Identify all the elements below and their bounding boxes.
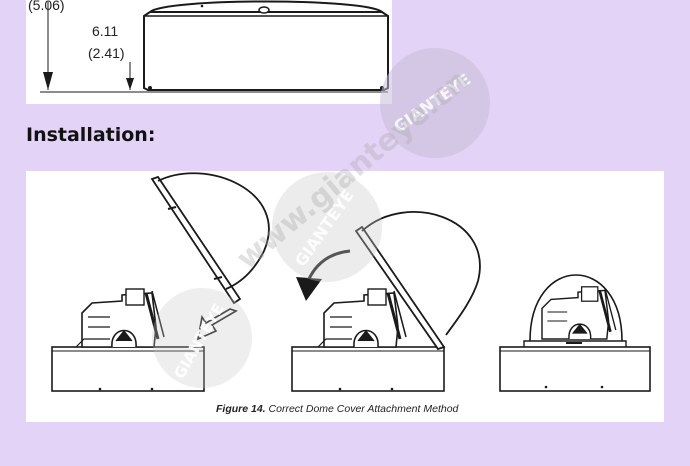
dome-cover-attachment-illustration [51, 172, 651, 392]
dimension-drawing-panel: (5.06) 6.11 (2.41) [26, 0, 392, 104]
dimension-top-value: (5.06) [28, 0, 65, 13]
scene-1-cover-tilted [51, 172, 270, 392]
scene-2-cover-attach [291, 211, 481, 392]
camera-base-side-view [40, 0, 389, 93]
installation-figure-panel: Figure 14. Correct Dome Cover Attachment… [26, 171, 664, 422]
figure-caption: Figure 14. Correct Dome Cover Attachment… [216, 403, 516, 415]
figure-caption-text: Correct Dome Cover Attachment Method [268, 403, 459, 415]
figure-number: Figure 14. [216, 403, 266, 415]
watermark-brand-upper: GIANTEYE [390, 69, 475, 137]
dimension-height-mm: 6.11 [92, 23, 119, 39]
scene-3-cover-attached [499, 274, 651, 392]
dimension-height-in: (2.41) [88, 45, 125, 61]
installation-heading: Installation: [26, 124, 156, 146]
